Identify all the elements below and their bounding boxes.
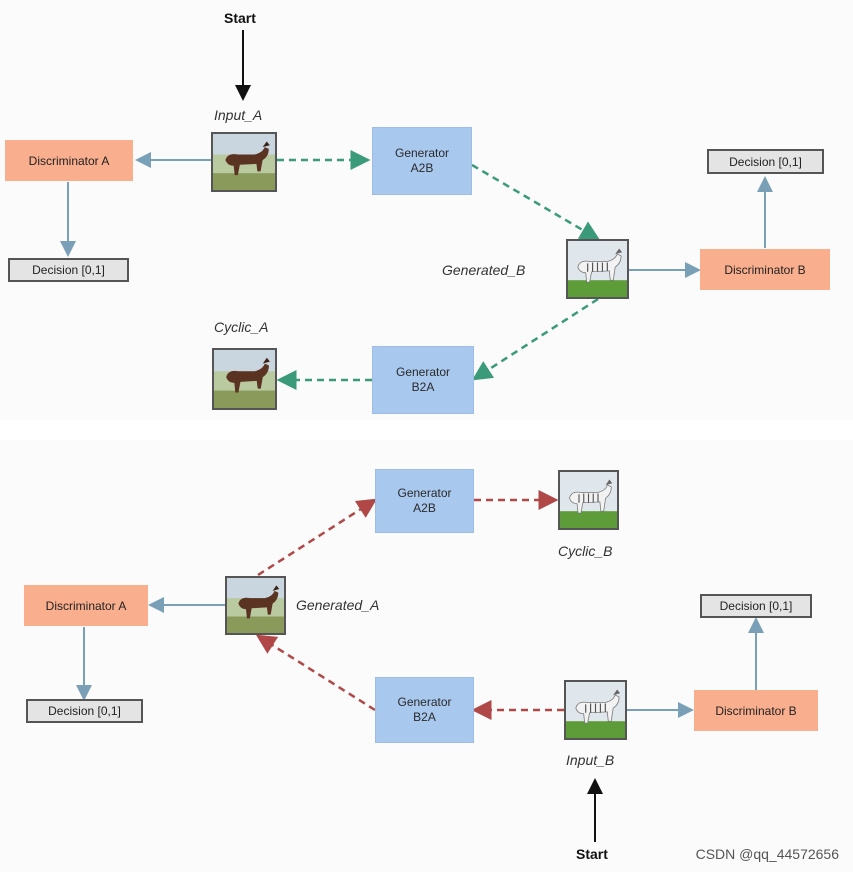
horse-image (225, 576, 286, 635)
cyclic-b-label: Cyclic_B (558, 543, 613, 559)
edge-generated-a-to-gen-a2b (257, 498, 378, 577)
discriminator-a-top: Discriminator A (5, 140, 133, 181)
generator-label: Generator (395, 365, 451, 379)
generator-label: Generator (397, 695, 452, 709)
decision-box-a-top: Decision [0,1] (8, 258, 129, 282)
edge-gen-a2b-to-generated-b (471, 163, 601, 241)
decision-box-a-bottom: Decision [0,1] (26, 699, 143, 723)
decision-box-b-bottom: Decision [0,1] (700, 594, 812, 618)
cyclic-a-label: Cyclic_A (214, 319, 269, 335)
generator-direction: A2B (413, 501, 436, 515)
start-label-top: Start (224, 10, 256, 26)
watermark-text: CSDN @qq_44572656 (695, 846, 839, 862)
generated-a-label: Generated_A (296, 597, 380, 613)
horse-image (212, 348, 277, 410)
zebra-image (564, 680, 627, 740)
discriminator-b-top: Discriminator B (700, 249, 830, 290)
edge-generated-b-to-gen-b2a (471, 297, 599, 381)
start-label-bottom: Start (576, 846, 608, 862)
generator-label: Generator (394, 146, 450, 160)
decision-box-b-top: Decision [0,1] (707, 149, 824, 174)
input-a-label: Input_A (214, 107, 263, 123)
generator-label: Generator (397, 486, 452, 500)
zebra-image (566, 239, 629, 299)
generated-b-label: Generated_B (442, 262, 526, 278)
generator-direction: A2B (410, 161, 434, 175)
zebra-image (558, 470, 619, 530)
generator-direction: B2A (413, 710, 436, 724)
edge-gen-b2a-to-generated-a (255, 634, 376, 712)
horse-image (211, 132, 277, 192)
discriminator-b-bottom: Discriminator B (694, 690, 818, 731)
discriminator-a-bottom: Discriminator A (24, 585, 148, 626)
input-b-label: Input_B (566, 752, 615, 768)
generator-direction: B2A (411, 380, 435, 394)
